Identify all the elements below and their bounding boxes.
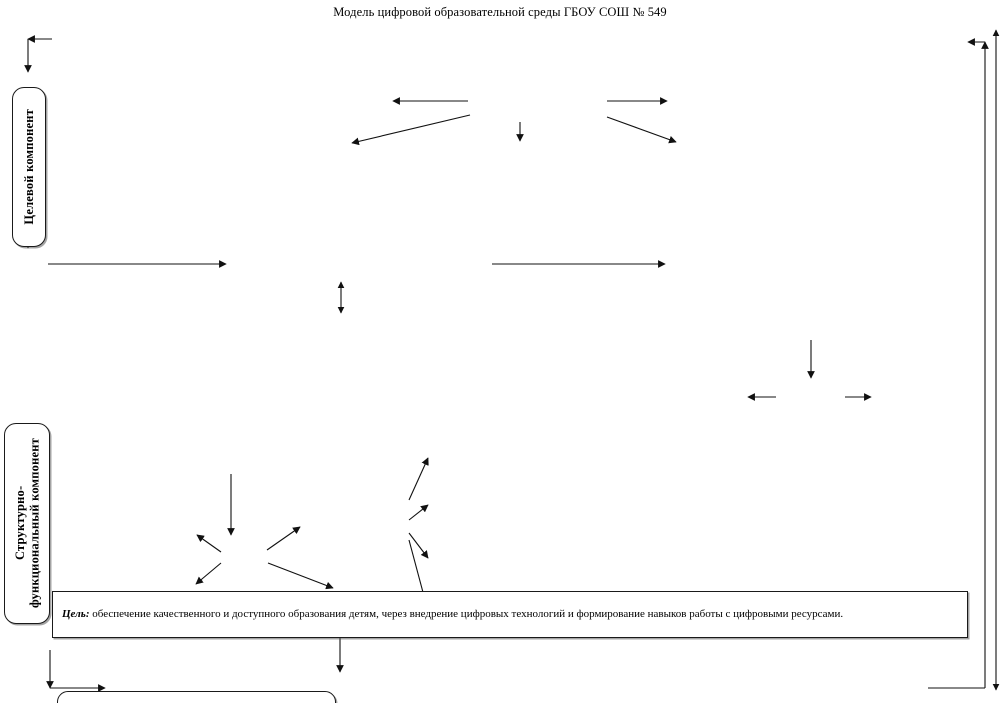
goal-box: Цель: обеспечение качественного и доступ… (52, 591, 968, 638)
component-label-structural: Структурно- функциональный компонент (4, 423, 50, 624)
goal-body: обеспечение качественного и доступного о… (89, 608, 844, 621)
component-label-target-text: Целевой компонент (21, 109, 36, 225)
goal-label: Цель: (62, 608, 90, 621)
page-title: Модель цифровой образовательной среды ГБ… (333, 5, 667, 19)
goal-text: Цель: обеспечение качественного и доступ… (62, 606, 843, 623)
component-label-target: Целевой компонент (12, 87, 46, 247)
task-left-top: обеспечение информационной и методическо… (57, 691, 336, 703)
component-label-structural-text: Структурно- функциональный компонент (12, 438, 41, 609)
